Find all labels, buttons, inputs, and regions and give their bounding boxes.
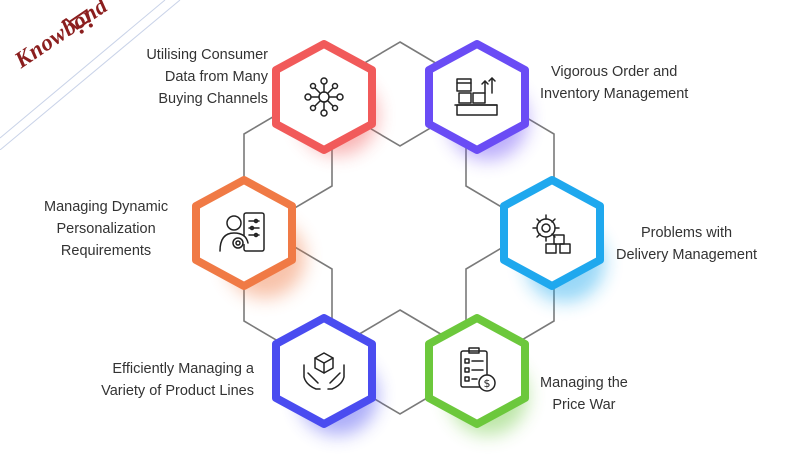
product-hands-icon: [303, 352, 345, 390]
hexagon-delivery: [500, 176, 604, 290]
label-order-inventory: Vigorous Order and Inventory Management: [540, 64, 689, 102]
knowbond-logo: Knowbond: [0, 0, 200, 150]
hexagon-consumer-data: [272, 40, 376, 154]
label-delivery: Problems with Delivery Management: [616, 225, 758, 263]
svg-text:$: $: [484, 377, 491, 390]
label-personalization: Managing Dynamic Personalization Require…: [44, 199, 169, 259]
hexagon-order-inventory: [425, 40, 529, 154]
hexagon-price-war: [425, 314, 529, 428]
personalization-user-icon: [219, 212, 265, 252]
label-consumer-data: Utilising Consumer Data from Many Buying…: [146, 47, 268, 107]
label-product-lines: Efficiently Managing a Variety of Produc…: [101, 361, 254, 399]
label-price-war: Managing the Price War: [540, 375, 628, 413]
network-hub-icon: [304, 77, 344, 117]
cart-icon: [61, 8, 93, 34]
inventory-boxes-icon: [454, 77, 498, 116]
price-checklist-icon: $: [460, 347, 496, 392]
delivery-gear-box-icon: [532, 214, 571, 254]
